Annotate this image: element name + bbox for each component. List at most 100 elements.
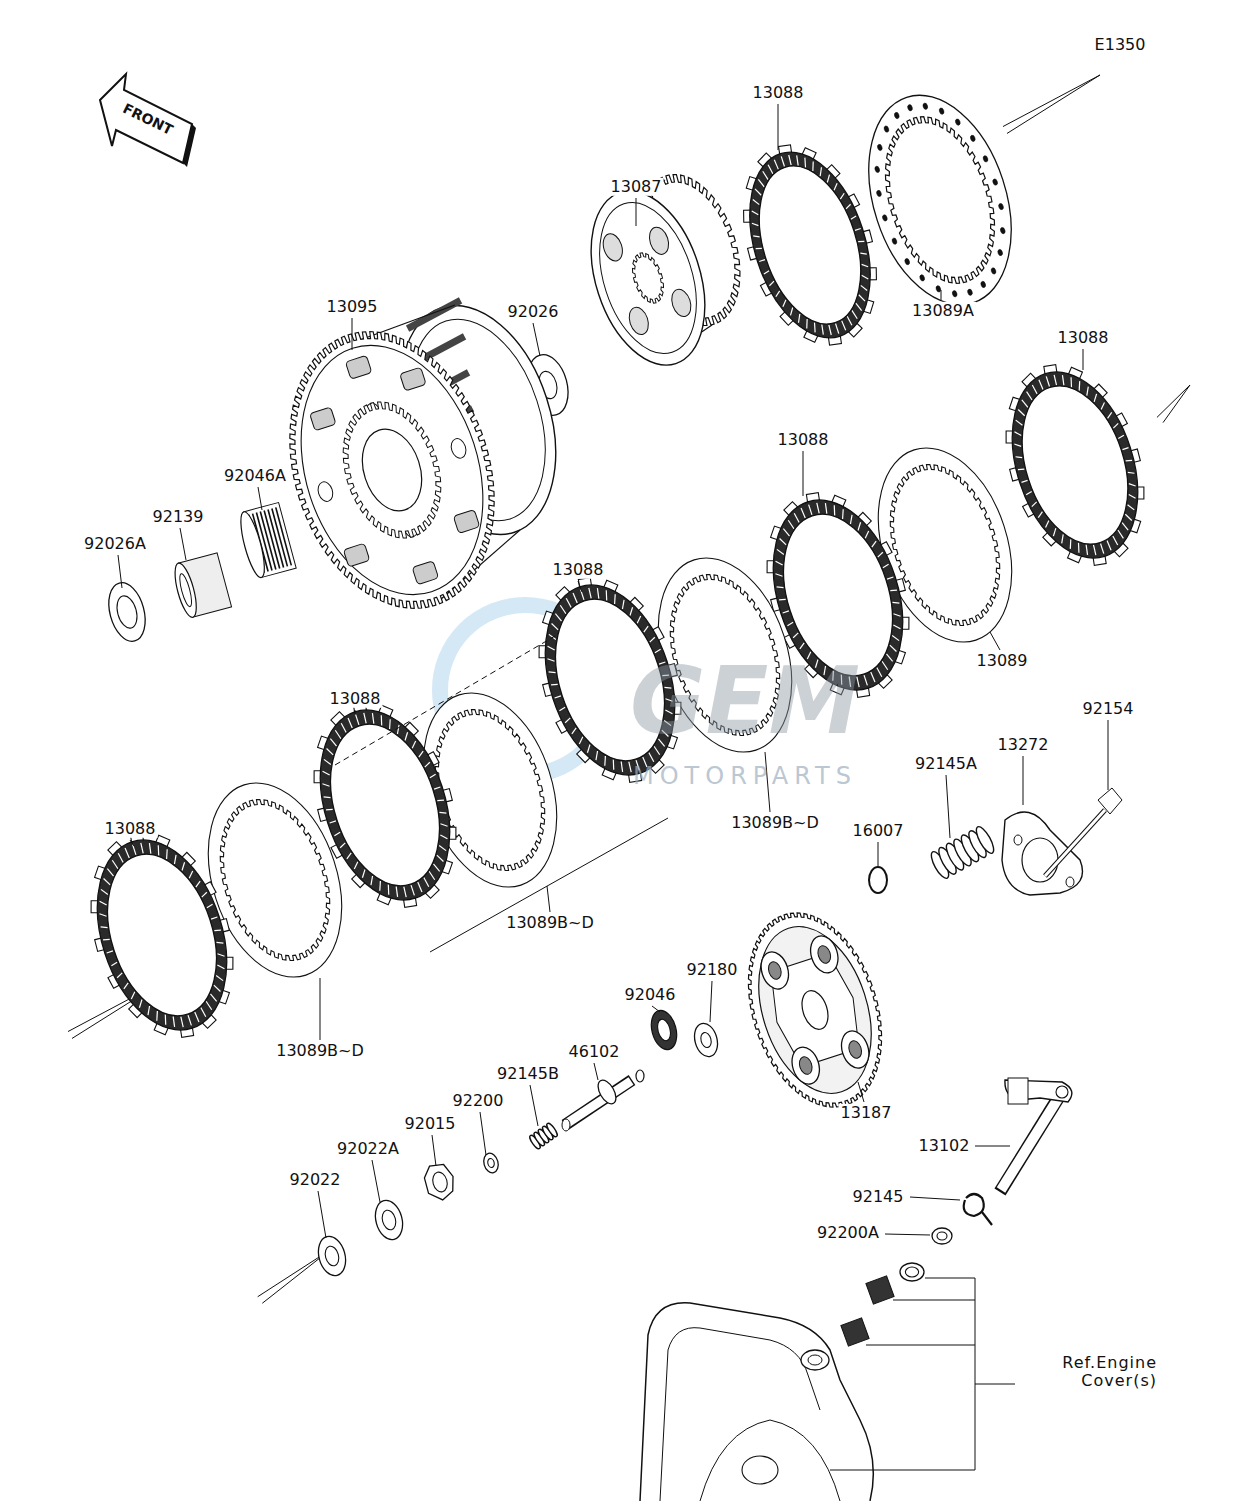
friction-groove	[434, 787, 440, 789]
friction-groove	[1046, 376, 1049, 386]
friction-groove	[1125, 513, 1131, 522]
friction-groove	[890, 644, 897, 653]
friction-groove	[780, 537, 787, 546]
lever-boss	[1008, 1078, 1028, 1104]
friction-groove	[573, 593, 577, 603]
friction-groove	[769, 281, 775, 286]
outline	[891, 237, 897, 244]
friction-groove	[886, 653, 892, 663]
leader-line	[1108, 720, 1109, 790]
friction-groove	[353, 862, 360, 869]
outline	[919, 274, 925, 281]
friction-groove	[818, 167, 824, 176]
friction-groove	[322, 782, 329, 788]
spring-wire	[964, 1194, 992, 1225]
friction-groove	[593, 751, 600, 760]
housing-gear	[256, 305, 528, 635]
friction-groove	[752, 222, 759, 228]
outline	[797, 987, 832, 1032]
outline	[847, 1039, 864, 1060]
friction-groove	[116, 973, 123, 978]
coil-spring	[528, 1122, 559, 1150]
friction-groove	[1092, 394, 1099, 402]
friction-groove	[1099, 402, 1106, 409]
friction-groove	[763, 271, 769, 274]
friction-groove	[1076, 381, 1082, 391]
nut-outline	[422, 1161, 458, 1203]
friction-groove	[163, 1015, 169, 1025]
friction-groove	[424, 762, 431, 767]
leader-line	[432, 1135, 436, 1166]
friction-groove	[1014, 442, 1021, 448]
outline	[967, 289, 973, 296]
leader-line	[803, 451, 804, 496]
outline	[894, 112, 900, 119]
friction-groove	[133, 845, 136, 855]
watermark: GEM	[628, 649, 862, 755]
friction-groove	[125, 848, 129, 858]
callout-number: 13089B~D	[274, 1042, 366, 1060]
leader-line	[893, 1300, 975, 1301]
cover-rib	[660, 1328, 820, 1501]
leader-line	[594, 1063, 598, 1080]
watermark: MOTORPARTS	[631, 763, 859, 791]
outline	[741, 153, 879, 337]
friction-groove	[783, 611, 789, 613]
friction-groove	[99, 912, 106, 918]
outline	[371, 1197, 406, 1242]
friction-groove	[156, 845, 162, 855]
friction-groove	[1118, 435, 1124, 438]
friction-groove	[330, 738, 336, 748]
friction-plate	[66, 814, 257, 1055]
thrust-bearing	[647, 1008, 681, 1053]
friction-groove	[1101, 544, 1104, 554]
needle-roller	[276, 507, 292, 565]
damper-window	[345, 355, 371, 379]
friction-groove	[755, 188, 761, 197]
outline	[88, 840, 235, 1030]
leader-line	[975, 1146, 1010, 1147]
bolt-head	[1098, 788, 1122, 814]
friction-groove	[211, 917, 217, 919]
sleeve	[171, 553, 232, 620]
friction-groove	[774, 291, 781, 297]
friction-groove	[795, 155, 800, 165]
friction-groove	[433, 863, 439, 873]
outline	[380, 1209, 398, 1232]
friction-groove	[107, 951, 113, 953]
callout-number: 92180	[685, 961, 740, 979]
friction-groove	[779, 598, 786, 601]
friction-groove	[171, 1016, 176, 1026]
friction-groove	[861, 284, 867, 292]
friction-groove	[1106, 412, 1113, 418]
friction-groove	[210, 993, 216, 1003]
outline	[932, 1228, 952, 1244]
o-ring	[869, 867, 887, 893]
callout-number: 13089	[975, 652, 1030, 670]
friction-groove	[794, 513, 799, 523]
friction-groove	[777, 548, 784, 556]
friction-groove	[1026, 491, 1032, 494]
friction-groove	[148, 843, 153, 853]
friction-groove	[588, 588, 592, 598]
friction-groove	[781, 300, 788, 307]
friction-groove	[145, 1006, 152, 1015]
hub-face	[571, 176, 726, 379]
outline	[808, 1355, 822, 1365]
leader-line	[533, 323, 540, 356]
friction-groove	[1113, 535, 1118, 545]
outline	[171, 561, 201, 619]
friction-groove	[547, 657, 554, 663]
outline	[801, 1350, 829, 1370]
outline	[699, 1031, 713, 1048]
friction-groove	[345, 853, 352, 859]
friction-groove	[566, 598, 571, 608]
friction-groove	[363, 713, 367, 723]
washer	[371, 1197, 406, 1242]
outline	[766, 960, 783, 981]
outline	[655, 1018, 672, 1042]
friction-groove	[187, 871, 194, 878]
outline	[1014, 835, 1022, 845]
friction-groove	[339, 843, 346, 848]
